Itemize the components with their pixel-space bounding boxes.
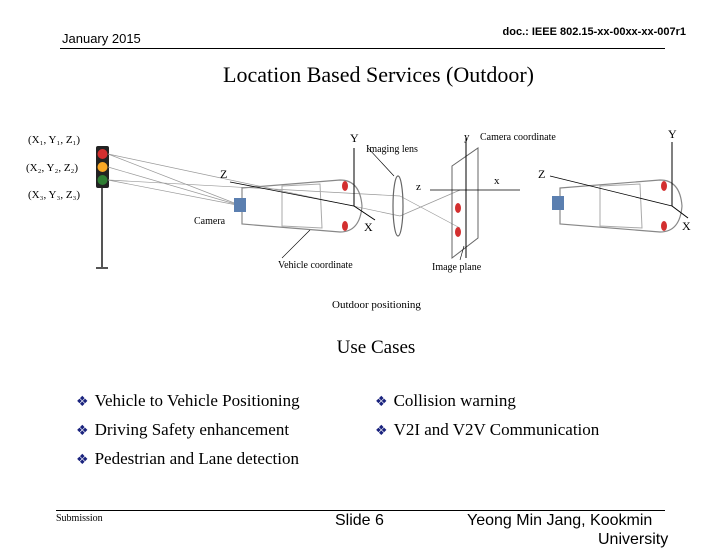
use-case-item: ❖Vehicle to Vehicle Positioning (76, 391, 300, 410)
right-vehicle (552, 179, 683, 233)
figure-caption: Outdoor positioning (332, 299, 421, 311)
header-doc-id: doc.: IEEE 802.15-xx-00xx-xx-007r1 (502, 26, 686, 38)
use-cases-title: Use Cases (336, 337, 416, 358)
diamond-bullet-icon: ❖ (76, 423, 89, 439)
axis-z-right: Z (538, 167, 545, 181)
light-rays (107, 153, 461, 229)
axis-z-left: Z (220, 167, 227, 181)
diamond-bullet-icon: ❖ (375, 423, 388, 439)
camera-label: Camera (194, 216, 226, 227)
diamond-bullet-icon: ❖ (76, 452, 89, 468)
axis-x-left: X (364, 220, 373, 234)
outdoor-positioning-diagram: (X₁, Y₁, Z₁) (X₂, Y₂, Z₂) (X₃, Y₃, Z₃) Y… (26, 127, 691, 311)
axis-z-lower: z (416, 181, 421, 193)
header-date: January 2015 (62, 31, 141, 46)
footer-divider (56, 510, 665, 511)
axis-x-lower: x (494, 175, 500, 187)
axis-y-right: Y (668, 127, 677, 141)
use-case-item: ❖V2I and V2V Communication (375, 420, 600, 439)
axis-y-left: Y (350, 131, 359, 145)
image-plane-label: Image plane (432, 262, 482, 273)
diamond-bullet-icon: ❖ (76, 394, 89, 410)
traffic-light (96, 146, 109, 269)
header-divider (60, 48, 665, 49)
footer-submission: Submission (56, 513, 103, 524)
slide-number: Slide 6 (335, 512, 384, 529)
light-coord-2: (X₂, Y₂, Z₂) (26, 162, 78, 174)
imaging-lens (392, 175, 404, 237)
image-plane (451, 147, 479, 260)
imaging-lens-label: Imaging lens (366, 144, 418, 155)
use-case-item: ❖Collision warning (375, 391, 516, 410)
use-case-item: ❖Pedestrian and Lane detection (76, 449, 299, 468)
light-coord-3: (X₃, Y₃, Z₃) (28, 189, 80, 201)
light-coord-1: (X₁, Y₁, Z₁) (28, 134, 80, 146)
camera-coordinate-label: Camera coordinate (480, 132, 556, 143)
use-case-item: ❖Driving Safety enhancement (76, 420, 290, 439)
left-vehicle (234, 179, 363, 233)
footer-affiliation: University (598, 531, 669, 548)
axis-x-right: X (682, 219, 691, 233)
axis-y-lower: y (464, 131, 470, 143)
footer-author: Yeong Min Jang, Kookmin (467, 512, 653, 529)
vehicle-coordinate-label: Vehicle coordinate (278, 260, 353, 271)
diamond-bullet-icon: ❖ (375, 394, 388, 410)
slide-title: Location Based Services (Outdoor) (223, 62, 534, 87)
